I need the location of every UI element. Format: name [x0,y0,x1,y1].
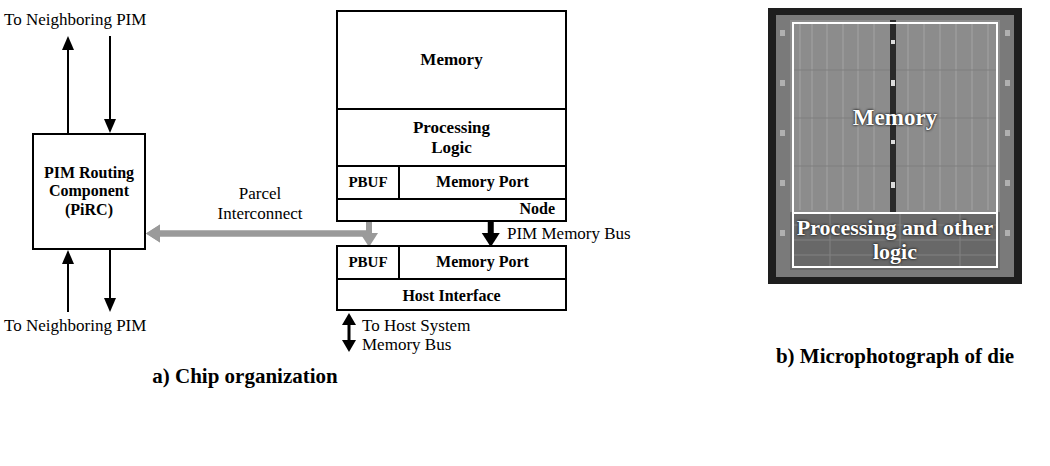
arrow-head [146,225,160,243]
figure-caption: a) Chip organization [130,364,360,389]
node-text: Memory [853,105,937,131]
pbuf-box: PBUF [338,167,400,200]
node-text: PBUF [348,174,387,191]
port-label: To Neighboring PIM [4,316,184,336]
node-text: Node [519,200,555,218]
router-box: PIM Routing Component (PiRC) [32,133,146,250]
node-box: Node MemoryProcessing LogicPBUF Memory Por… [336,10,567,222]
port-label: To Host System Memory Bus [362,317,502,354]
edge-label: Parcel Interconnect [200,184,320,223]
pbuf-box: PBUF [338,247,400,280]
node-text: Memory Port [436,173,529,191]
connector-line [158,234,369,236]
die-photo [768,8,1022,284]
node-text: Processing Logic [397,118,507,157]
host-box: Host Interface PBUF Memory Port [336,245,567,311]
memory-band: Memory [338,12,565,110]
figure-caption: b) Microphotograph of die [755,344,1035,369]
edge-label: PIM Memory Bus [507,224,647,244]
port-box: Memory Port [400,247,565,280]
host-bus-arrow [342,313,356,352]
port-box: Memory Port [400,167,565,200]
arrow-head [146,225,160,243]
node-text: Memory [420,50,482,70]
node-text: PBUF [348,254,387,271]
node-text: Memory Port [436,253,529,271]
node-text: Processing and other logic [794,216,996,264]
node-text: Host Interface [338,287,565,305]
logic-band: Processing Logic [338,110,565,167]
die-region: Memory [792,22,998,214]
node-text: PIM Routing Component (PiRC) [39,164,139,219]
die-region: Processing and other logic [792,212,998,268]
connector [146,225,378,248]
port-label: To Neighboring PIM [4,10,184,30]
